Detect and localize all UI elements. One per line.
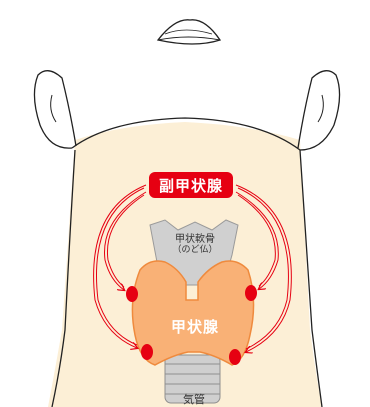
mouth-outline (158, 20, 220, 44)
parathyroid-label: 副甲状腺 (149, 172, 233, 198)
parathyroid-dot-lower-left (141, 344, 153, 360)
thyroid-label: 甲状腺 (155, 316, 235, 337)
parathyroid-dot-upper-left (126, 286, 138, 302)
adams-apple-note: （のど仏） (166, 242, 224, 255)
right-ear-outline (298, 71, 340, 150)
trachea-label: 気管 (174, 391, 214, 407)
left-ear-outline (34, 71, 76, 148)
parathyroid-dot-lower-right (229, 349, 241, 365)
parathyroid-dot-upper-right (245, 285, 257, 301)
